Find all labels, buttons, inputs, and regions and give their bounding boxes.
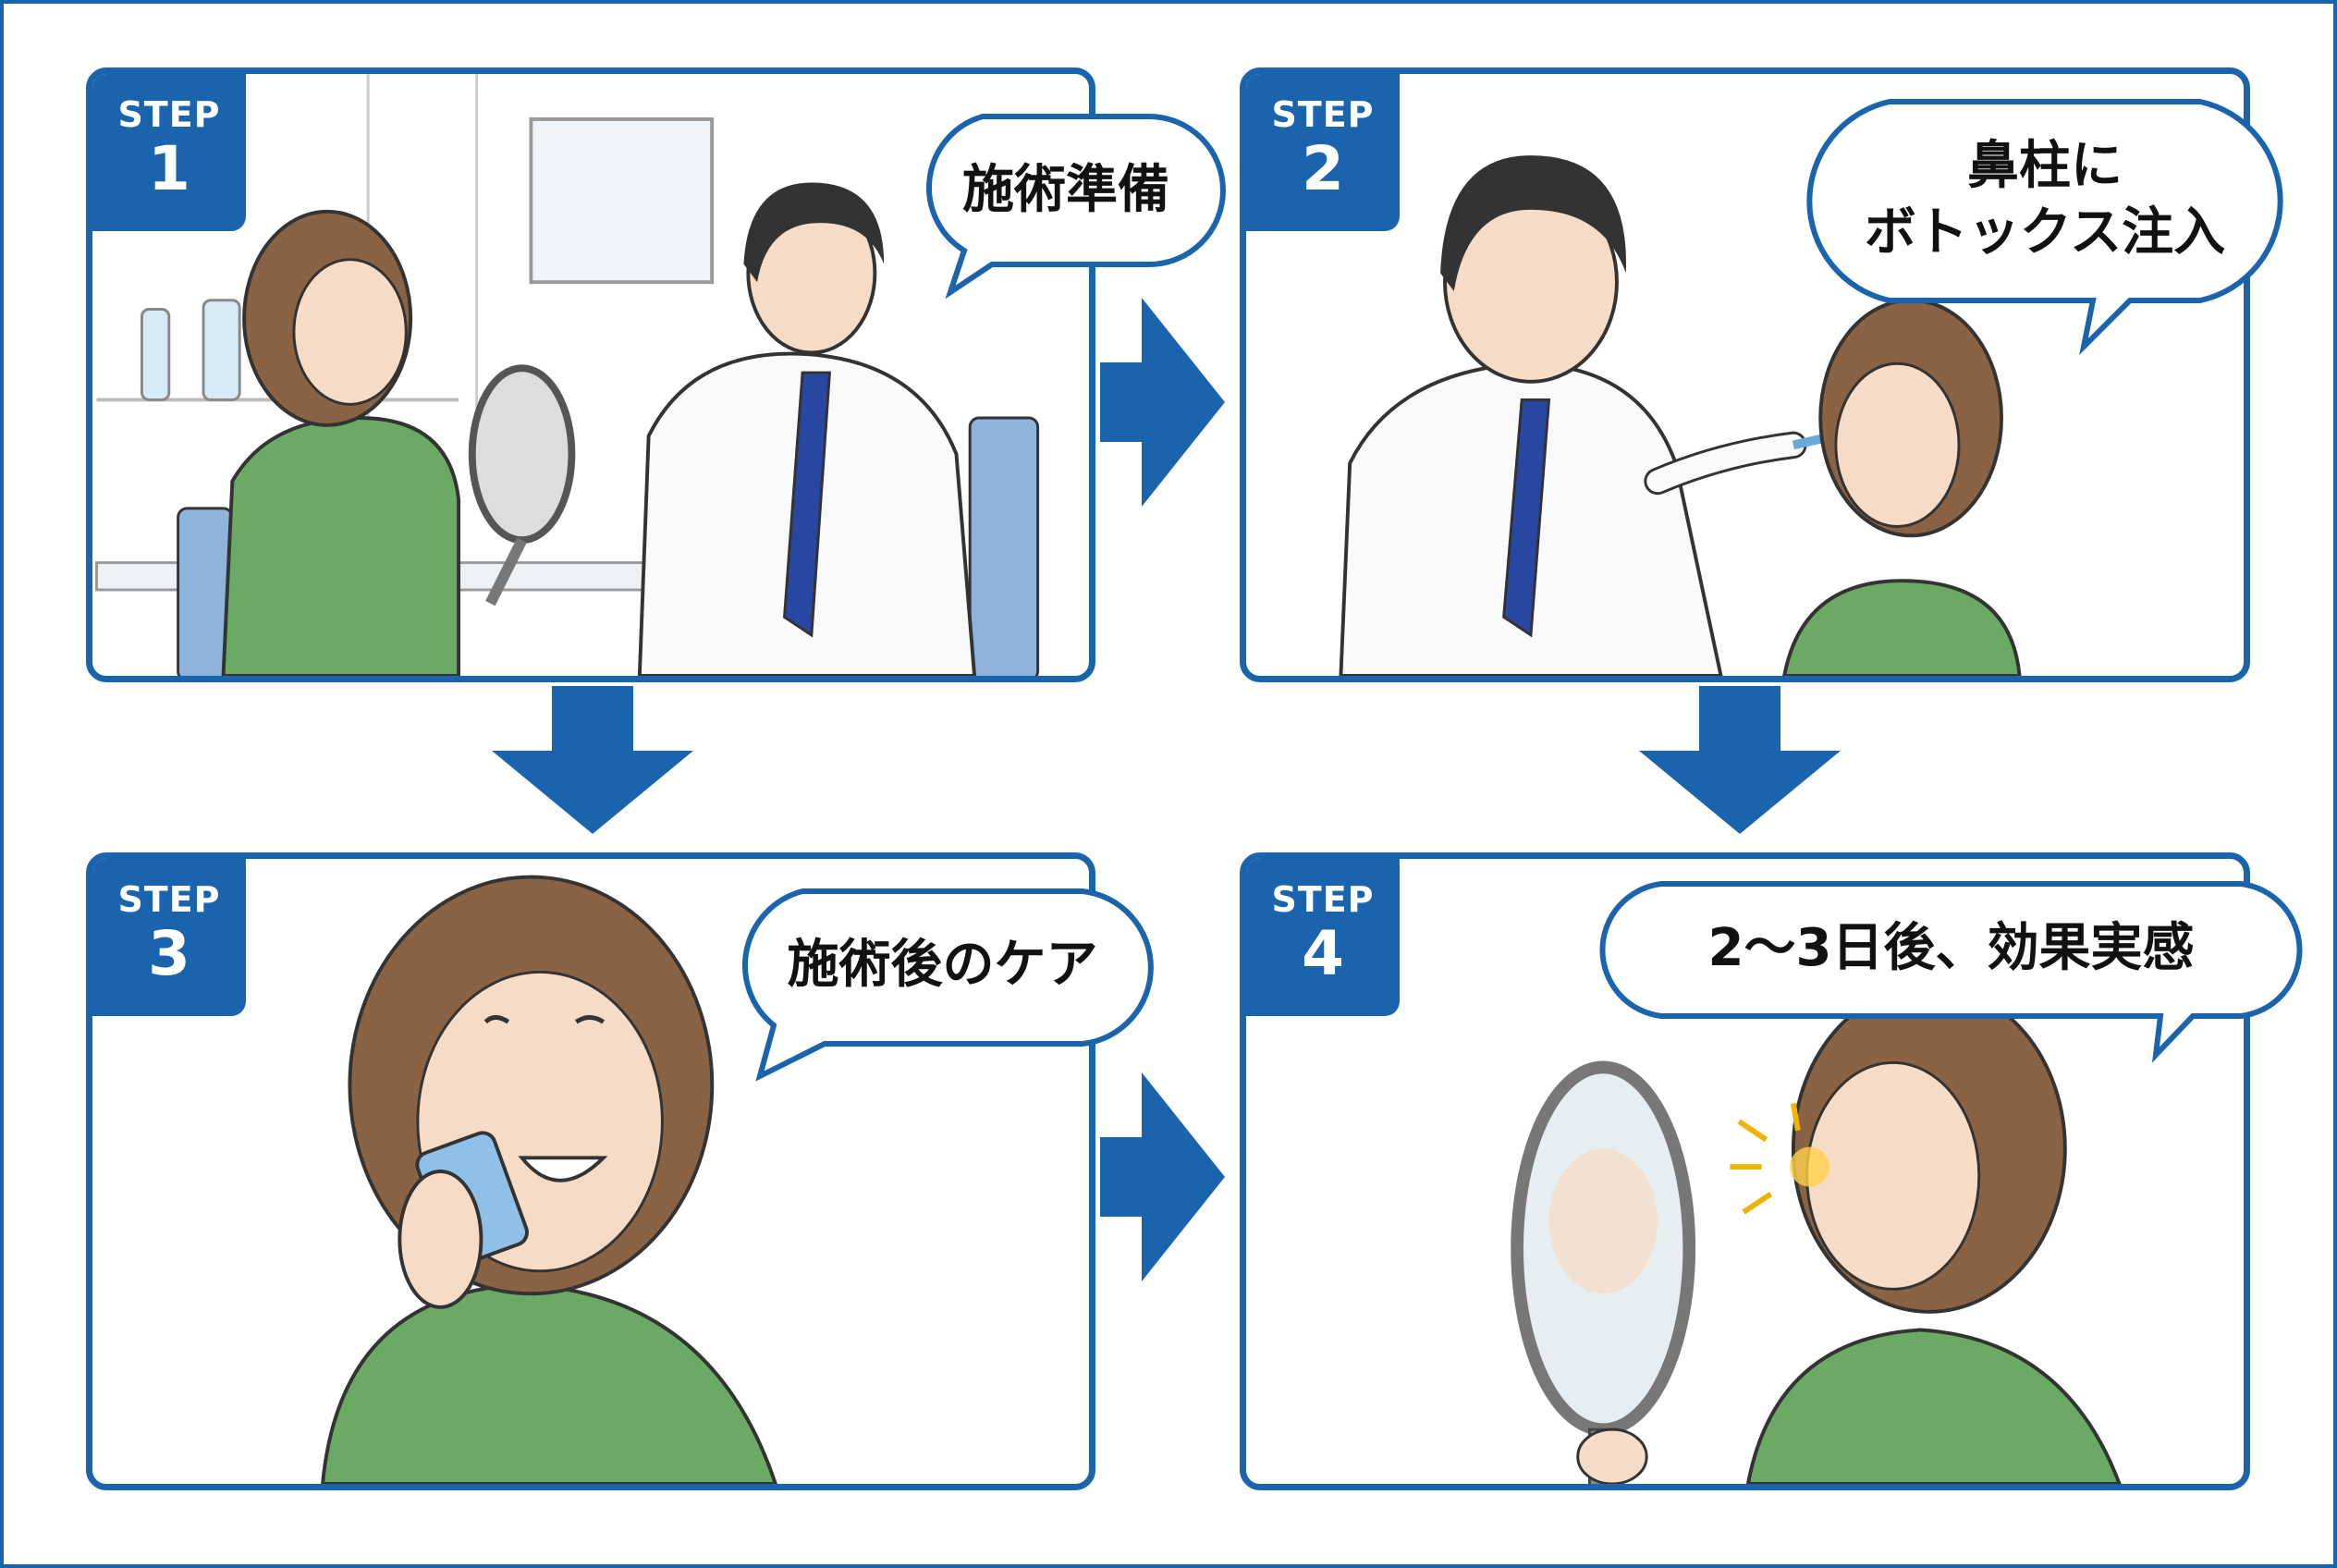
bubble-text: 施術後のケア: [787, 935, 1098, 995]
step-label: STEP: [1271, 94, 1375, 135]
step-number: 4: [1302, 918, 1344, 989]
speech-bubble-step-1: 施術準備: [909, 112, 1226, 300]
step-label: STEP: [1271, 879, 1375, 920]
consultation-illustration: [95, 74, 1040, 676]
bubble-text: 2〜3日後、効果実感: [1707, 918, 2195, 978]
step-number: 3: [148, 918, 190, 989]
injection-illustration: [1339, 155, 2022, 676]
arrow-right-icon: [1100, 1072, 1225, 1281]
speech-bubble-step-4: 2〜3日後、効果実感: [1592, 879, 2310, 1063]
arrow-down-icon: [1639, 686, 1841, 834]
arrow-right-icon: [1100, 298, 1225, 507]
bubble-text: 施術準備: [962, 160, 1169, 220]
arrow-down-icon: [492, 686, 693, 834]
step-number: 2: [1302, 133, 1344, 204]
step-label: STEP: [117, 94, 221, 135]
step-label: STEP: [117, 879, 221, 920]
speech-bubble-step-2: 鼻柱に ボトックス注入: [1788, 97, 2302, 356]
speech-bubble-step-3: 施術後のケア: [723, 887, 1162, 1082]
bubble-text-line-1: 鼻柱に: [1967, 136, 2123, 196]
result-illustration: [1511, 984, 2122, 1484]
step-number: 1: [148, 133, 190, 204]
bubble-text-line-2: ボトックス注入: [1864, 202, 2226, 263]
aftercare-illustration: [321, 875, 777, 1484]
